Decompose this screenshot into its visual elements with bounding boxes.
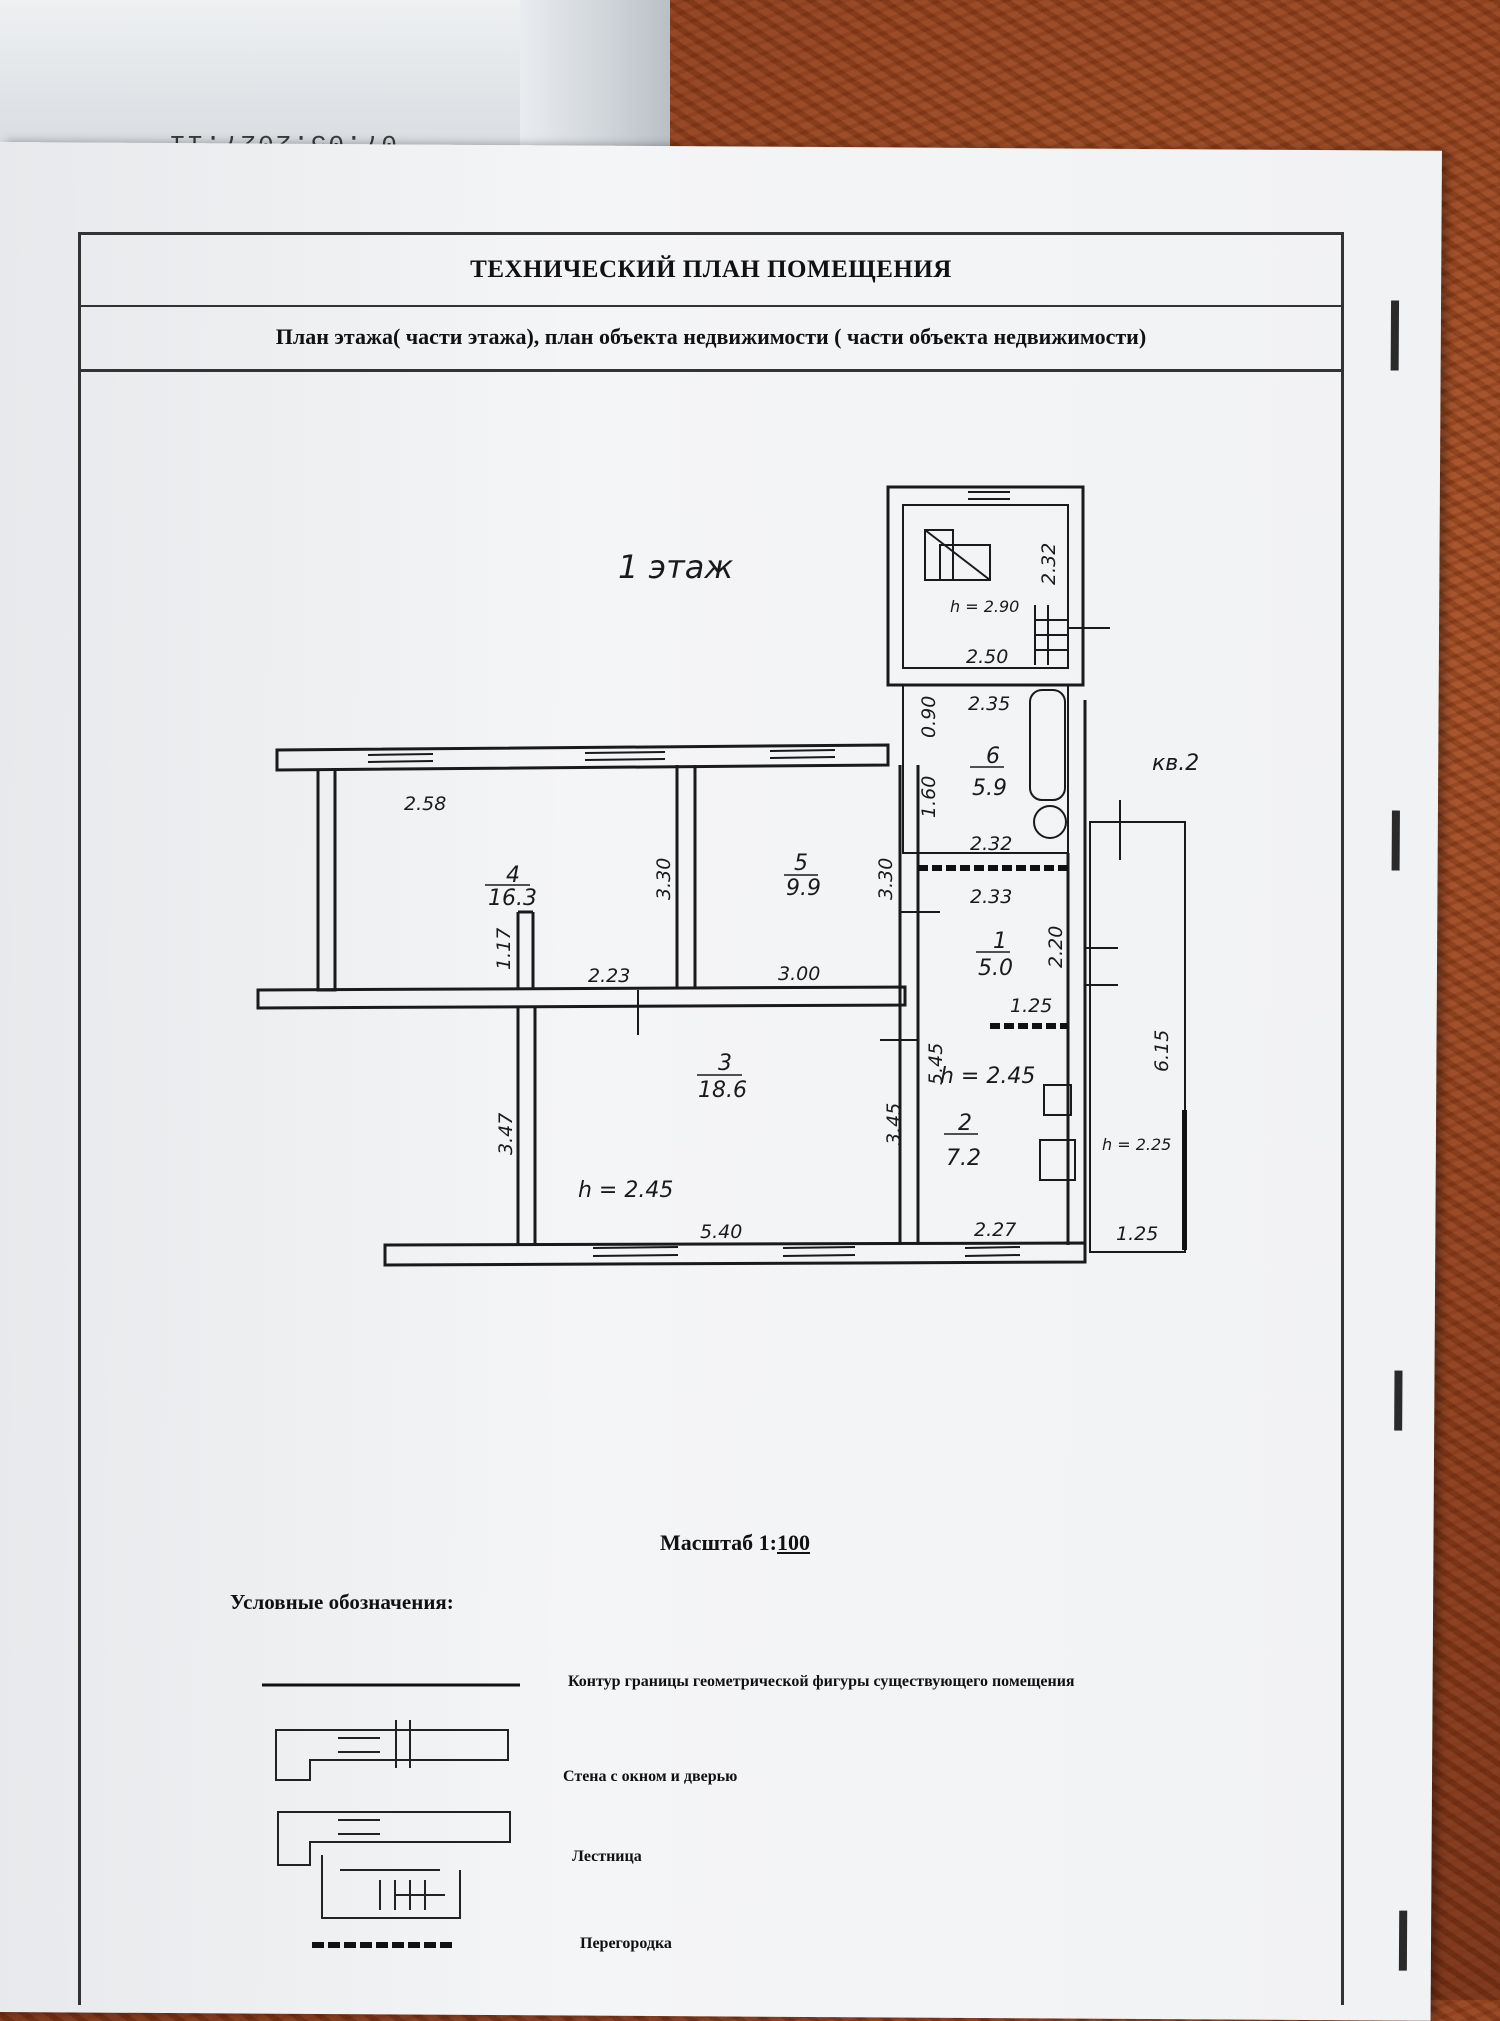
room-area: 5.0 bbox=[978, 956, 1013, 981]
balcony bbox=[1089, 821, 1186, 1253]
legend-item-contour: Контур границы геометрической фигуры сущ… bbox=[568, 1673, 1075, 1690]
wall-stair-room-inner bbox=[902, 504, 1069, 669]
dimension: 2.35 bbox=[968, 693, 1010, 715]
floor-label: 1 этаж bbox=[618, 548, 733, 586]
plan-frame: ТЕХНИЧЕСКИЙ ПЛАН ПОМЕЩЕНИЯ План этажа( ч… bbox=[78, 232, 1344, 2005]
scale-label: Масштаб 1:100 bbox=[660, 1530, 810, 1556]
dimension: 1.25 bbox=[1010, 995, 1052, 1017]
wall-bathroom bbox=[902, 684, 1069, 854]
height-label: h = 2.45 bbox=[578, 1178, 673, 1203]
room-number: 1 bbox=[993, 929, 1007, 954]
kitchen-sink bbox=[1043, 1084, 1072, 1116]
legend-item-partition: Перегородка bbox=[580, 1935, 672, 1952]
height-label: h = 2.90 bbox=[950, 597, 1019, 616]
stair-fixture bbox=[924, 529, 991, 581]
room-number: 3 bbox=[718, 1051, 732, 1076]
dimension: 2.20 bbox=[1045, 926, 1067, 968]
legend-item-stair: Лестница bbox=[572, 1848, 642, 1865]
bathtub bbox=[1029, 689, 1066, 801]
wall-bottom bbox=[383, 1241, 1087, 1267]
document-subtitle: План этажа( части этажа), план объекта н… bbox=[275, 324, 1147, 349]
dimension: 2.32 bbox=[1038, 543, 1060, 585]
room-area: 16.3 bbox=[488, 886, 537, 911]
scale-prefix: Масштаб 1: bbox=[660, 1530, 778, 1555]
height-label: h = 2.45 bbox=[940, 1064, 1035, 1089]
wall-partition-4-5 bbox=[675, 765, 697, 987]
room-number: 6 bbox=[986, 744, 1000, 769]
legend-symbol-wall bbox=[275, 1720, 509, 1781]
wall-right-kitchen bbox=[1066, 700, 1087, 1245]
plastic-sleeve bbox=[520, 0, 670, 150]
dimension: 3.45 bbox=[883, 1103, 905, 1145]
dimension: 2.27 bbox=[974, 1219, 1016, 1241]
sink bbox=[1033, 805, 1067, 839]
dimension: 2.32 bbox=[970, 833, 1012, 855]
room-area: 7.2 bbox=[946, 1146, 981, 1171]
dimension: 5.45 bbox=[925, 1043, 947, 1085]
dimension: 1.17 bbox=[493, 928, 515, 970]
dimension: 5.40 bbox=[700, 1221, 742, 1243]
dimension: 6.15 bbox=[1151, 1030, 1173, 1072]
wall-top bbox=[275, 743, 890, 772]
scale-value: 100 bbox=[777, 1530, 811, 1555]
room-area: 18.6 bbox=[698, 1078, 747, 1103]
room-number: 2 bbox=[958, 1111, 972, 1136]
room-area: 9.9 bbox=[786, 876, 821, 901]
dimension: 2.50 bbox=[966, 646, 1008, 668]
room-number: 5 bbox=[794, 851, 808, 876]
height-label: h = 2.25 bbox=[1102, 1135, 1171, 1154]
dimension: 3.47 bbox=[495, 1113, 517, 1155]
dimension: 1.25 bbox=[1116, 1223, 1158, 1245]
dimension: 2.33 bbox=[970, 886, 1012, 908]
dimension: 2.58 bbox=[404, 793, 446, 815]
wall-middle bbox=[256, 985, 907, 1010]
dimension: 2.23 bbox=[588, 965, 630, 987]
subtitle-band: План этажа( части этажа), план объекта н… bbox=[81, 305, 1341, 372]
background-document bbox=[0, 0, 520, 150]
apartment-label: кв.2 bbox=[1152, 751, 1199, 776]
wall-left-room3 bbox=[516, 1008, 537, 1245]
legend-symbol-stair bbox=[277, 1811, 511, 1919]
stove bbox=[1039, 1139, 1076, 1181]
dimension: 1.60 bbox=[918, 776, 940, 818]
room-area: 5.9 bbox=[972, 776, 1007, 801]
legend-title: Условные обозначения: bbox=[230, 1590, 454, 1614]
stair-steps bbox=[1034, 605, 1110, 665]
dimension: 3.30 bbox=[653, 858, 675, 900]
document-title: ТЕХНИЧЕСКИЙ ПЛАН ПОМЕЩЕНИЯ bbox=[470, 256, 952, 283]
dimension: 3.00 bbox=[778, 963, 820, 985]
dimension: 0.90 bbox=[918, 696, 940, 738]
window-marks bbox=[367, 491, 1021, 1257]
legend-item-wall: Стена с окном и дверью bbox=[563, 1768, 738, 1785]
room-number: 4 bbox=[506, 863, 520, 888]
wall-partition-5-1 bbox=[898, 765, 920, 1245]
dimension: 3.30 bbox=[875, 858, 897, 900]
stair-fixture bbox=[939, 544, 991, 581]
wall-stub bbox=[516, 910, 535, 990]
door-marks bbox=[637, 800, 1121, 1041]
title-band: ТЕХНИЧЕСКИЙ ПЛАН ПОМЕЩЕНИЯ bbox=[81, 235, 1341, 307]
balcony-edge bbox=[1182, 1110, 1187, 1250]
wall-left-room4 bbox=[316, 770, 337, 992]
